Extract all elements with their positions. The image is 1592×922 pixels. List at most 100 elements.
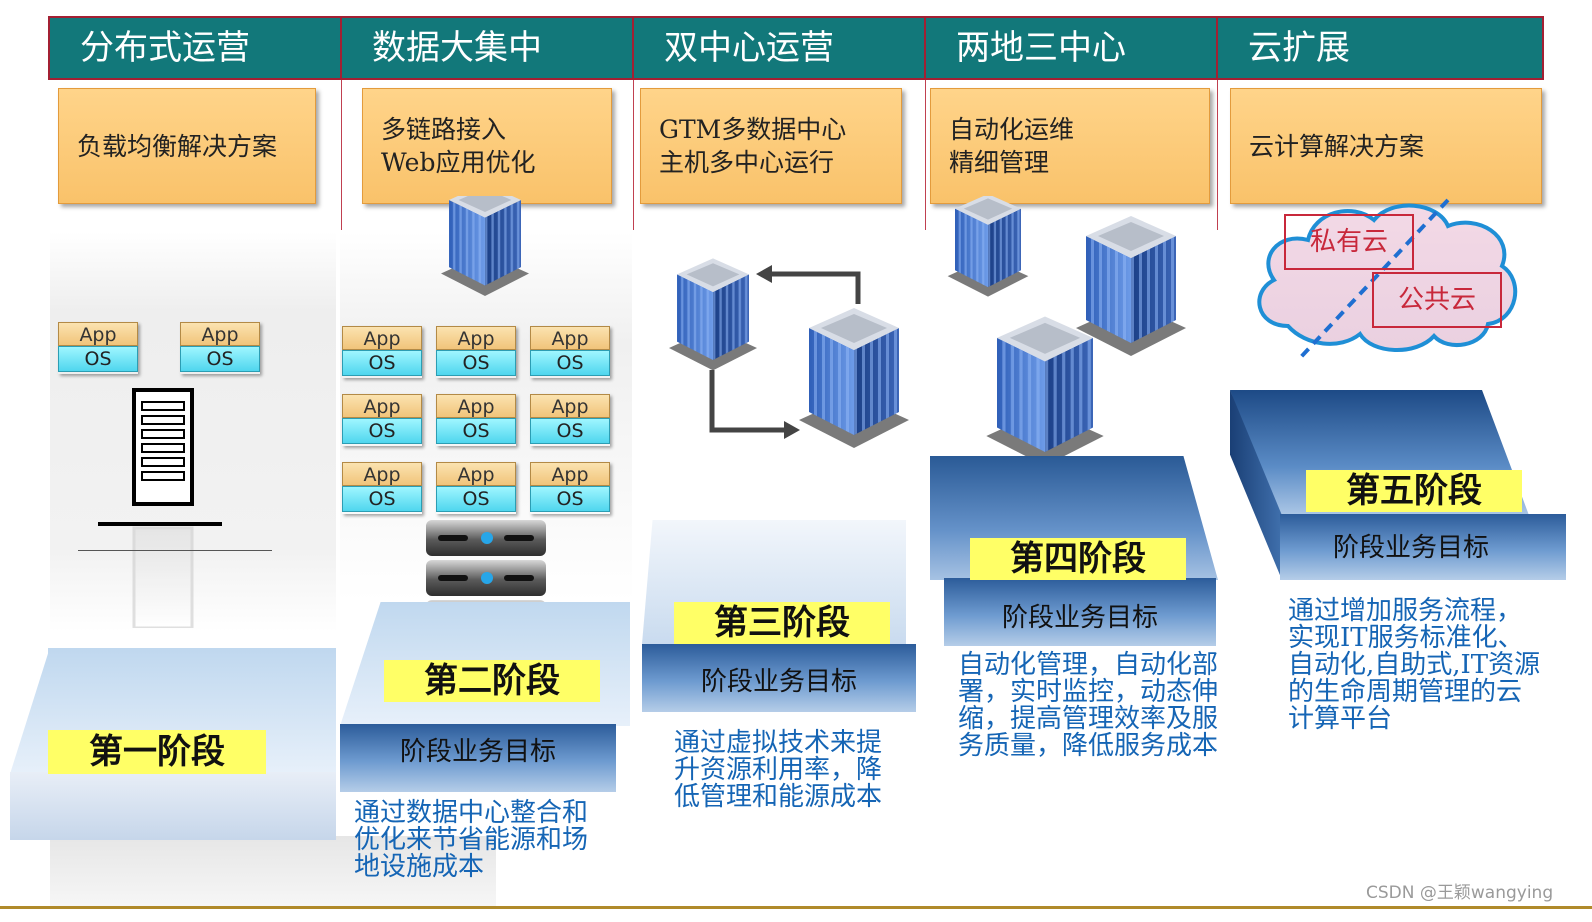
stage3-description: 通过虚拟技术来提 升资源利用率，降 低管理和能源成本 <box>674 730 882 811</box>
datacenter-building-icon <box>420 196 550 316</box>
datacenter-building-icon <box>932 196 1044 306</box>
stage5-platform-front <box>1280 514 1566 580</box>
header-label: 数据大集中 <box>372 28 542 68</box>
rack-server-icon <box>426 560 546 596</box>
header-centralization: 数据大集中 <box>340 16 634 80</box>
stage1-label: 第一阶段 <box>48 730 266 774</box>
solution-line: 自动化运维 <box>949 115 1075 144</box>
description-line: 地设施成本 <box>354 852 485 882</box>
solution-box-2: 多链路接入 Web应用优化 <box>362 88 612 204</box>
os-label: OS <box>436 486 516 512</box>
solution-line: 精细管理 <box>949 148 1050 177</box>
os-label: OS <box>180 346 260 372</box>
column-divider <box>633 80 634 230</box>
header-cloud: 云扩展 <box>1216 16 1544 80</box>
cloud-icon <box>1257 198 1518 360</box>
stage5-description: 通过增加服务流程， 实现IT服务标准化、 自动化,自助式,IT资源 的生命周期管… <box>1288 598 1540 733</box>
app-label: App <box>342 326 422 350</box>
header-label: 云扩展 <box>1248 28 1350 68</box>
stage4-platform-front <box>944 578 1216 646</box>
description-line: 升资源利用率，降 <box>674 755 883 785</box>
os-label: OS <box>342 486 422 512</box>
app-label: App <box>530 462 610 486</box>
os-label: OS <box>530 486 610 512</box>
app-label: App <box>58 322 138 346</box>
app-label: App <box>530 394 610 418</box>
description-line: 自动化管理，自动化部 <box>958 650 1219 680</box>
solution-line: GTM多数据中心 <box>659 115 847 144</box>
stage1-platform-front <box>10 772 336 840</box>
os-label: OS <box>530 418 610 444</box>
solution-box-4: 自动化运维 精细管理 <box>930 88 1210 204</box>
os-label: OS <box>530 350 610 376</box>
server-tower-icon <box>132 388 194 628</box>
solution-line: 负载均衡解决方案 <box>77 131 278 161</box>
column-divider <box>925 80 926 230</box>
description-line: 计算平台 <box>1288 704 1393 734</box>
solution-line: Web应用优化 <box>381 148 536 177</box>
replication-arrows-icon <box>709 265 861 439</box>
solution-line: 多链路接入 <box>381 115 507 144</box>
footer-rule <box>0 906 1592 909</box>
stage2-description: 通过数据中心整合和 优化来节省能源和场 地设施成本 <box>354 800 588 881</box>
stage4-description: 自动化管理，自动化部 署，实时监控，动态伸 缩，提高管理效率及服 务质量，降低服… <box>958 652 1218 760</box>
watermark: CSDN @王颖wangying <box>1366 883 1554 903</box>
description-line: 优化来节省能源和场 <box>354 825 589 855</box>
stage3-label: 第三阶段 <box>674 602 890 644</box>
description-line: 实现IT服务标准化、 <box>1288 623 1524 653</box>
column-divider <box>1217 80 1218 230</box>
header-label: 分布式运营 <box>80 28 250 68</box>
app-label: App <box>342 462 422 486</box>
private-cloud-label: 私有云 <box>1284 214 1414 270</box>
header-label: 双中心运营 <box>664 28 834 68</box>
os-label: OS <box>342 418 422 444</box>
datacenter-building-icon <box>970 308 1120 468</box>
app-label: App <box>436 462 516 486</box>
app-label: App <box>180 322 260 346</box>
stage5-goal-label: 阶段业务目标 <box>1332 533 1489 563</box>
os-label: OS <box>58 346 138 372</box>
os-label: OS <box>342 350 422 376</box>
description-line: 通过数据中心整合和 <box>354 798 589 828</box>
header-dual-center: 双中心运营 <box>632 16 926 80</box>
app-label: App <box>530 326 610 350</box>
stage4-goal-label: 阶段业务目标 <box>1001 603 1158 633</box>
stage2-label: 第二阶段 <box>384 660 600 702</box>
solution-line: 云计算解决方案 <box>1249 131 1425 161</box>
app-label: App <box>342 394 422 418</box>
app-label: App <box>436 326 516 350</box>
stage3-goal-label: 阶段业务目标 <box>700 667 857 697</box>
solution-line: 主机多中心运行 <box>659 148 835 177</box>
rack-server-icon <box>426 520 546 556</box>
header-three-center: 两地三中心 <box>924 16 1218 80</box>
description-line: 通过增加服务流程， <box>1288 596 1523 626</box>
stage1-base-shadow <box>50 836 496 906</box>
os-label: OS <box>436 350 516 376</box>
stage4-label: 第四阶段 <box>970 538 1186 580</box>
description-line: 低管理和能源成本 <box>674 782 883 812</box>
description-line: 的生命周期管理的云 <box>1288 677 1523 707</box>
description-line: 自动化,自助式,IT资源 <box>1288 650 1541 680</box>
description-line: 署，实时监控，动态伸 <box>958 677 1219 707</box>
solution-box-5: 云计算解决方案 <box>1230 88 1542 204</box>
solution-box-1: 负载均衡解决方案 <box>58 88 316 204</box>
description-line: 通过虚拟技术来提 <box>674 728 883 758</box>
os-label: OS <box>436 418 516 444</box>
stage2-goal-label: 阶段业务目标 <box>399 737 556 767</box>
stage2-platform-front <box>340 724 616 792</box>
header-label: 两地三中心 <box>956 28 1126 68</box>
app-label: App <box>436 394 516 418</box>
description-line: 务质量，降低服务成本 <box>958 731 1219 761</box>
stage5-label: 第五阶段 <box>1306 470 1522 512</box>
floor-line <box>98 522 222 526</box>
stage3-platform-front <box>642 644 916 712</box>
